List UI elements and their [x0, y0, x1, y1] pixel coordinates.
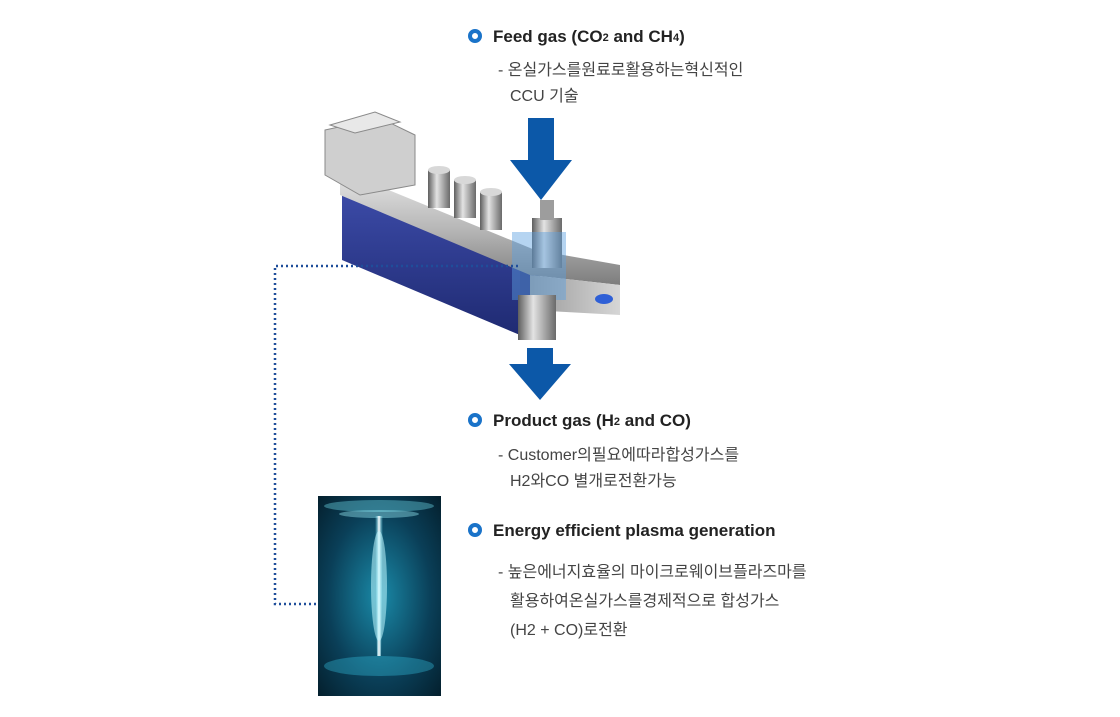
feed-gas-heading: Feed gas (CO2 and CH4) — [493, 27, 685, 47]
energy-desc-line3: (H2 + CO)로전환 — [510, 622, 628, 639]
product-gas-heading: Product gas (H2 and CO) — [493, 411, 691, 431]
plasma-flame-image — [318, 496, 441, 696]
product-title-prefix: Product gas (H — [493, 411, 614, 430]
plasma-reactor-illustration — [324, 111, 620, 340]
product-arrow-down — [509, 348, 571, 400]
energy-desc-line1: - 높은에너지효율의 마이크로웨이브플라즈마를 — [498, 564, 807, 581]
energy-bullet-icon — [468, 523, 482, 537]
feed-title-prefix: Feed gas (CO — [493, 27, 603, 46]
product-sub-1: 2 — [613, 416, 621, 428]
feed-bullet-icon — [468, 29, 482, 43]
product-gas-description: - Customer의필요에따라합성가스를 H2와CO 별개로전환가능 — [498, 443, 739, 495]
product-desc-line1: - Customer의필요에따라합성가스를 — [498, 447, 740, 464]
energy-heading: Energy efficient plasma generation — [493, 521, 776, 540]
feed-title-suffix: ) — [679, 27, 685, 46]
feed-desc-line1: - 온실가스를원료로활용하는혁신적인 — [498, 62, 744, 79]
product-title-suffix: and CO) — [620, 411, 691, 430]
feed-gas-description: - 온실가스를원료로활용하는혁신적인 CCU 기술 — [498, 58, 743, 110]
dotted-connector-line — [273, 264, 518, 606]
feed-sub-1: 2 — [602, 32, 609, 44]
product-desc-line2: H2와CO 별개로전환가능 — [510, 473, 677, 490]
product-bullet-icon — [468, 413, 482, 427]
feed-arrow-down — [510, 118, 572, 200]
feed-title-mid: and CH — [608, 27, 673, 46]
energy-description: - 높은에너지효율의 마이크로웨이브플라즈마를 활용하여온실가스를경제적으로 합… — [498, 558, 807, 645]
feed-sub-2: 4 — [672, 32, 680, 44]
feed-desc-line2: CCU 기술 — [510, 88, 579, 105]
energy-desc-line2: 활용하여온실가스를경제적으로 합성가스 — [510, 593, 780, 610]
